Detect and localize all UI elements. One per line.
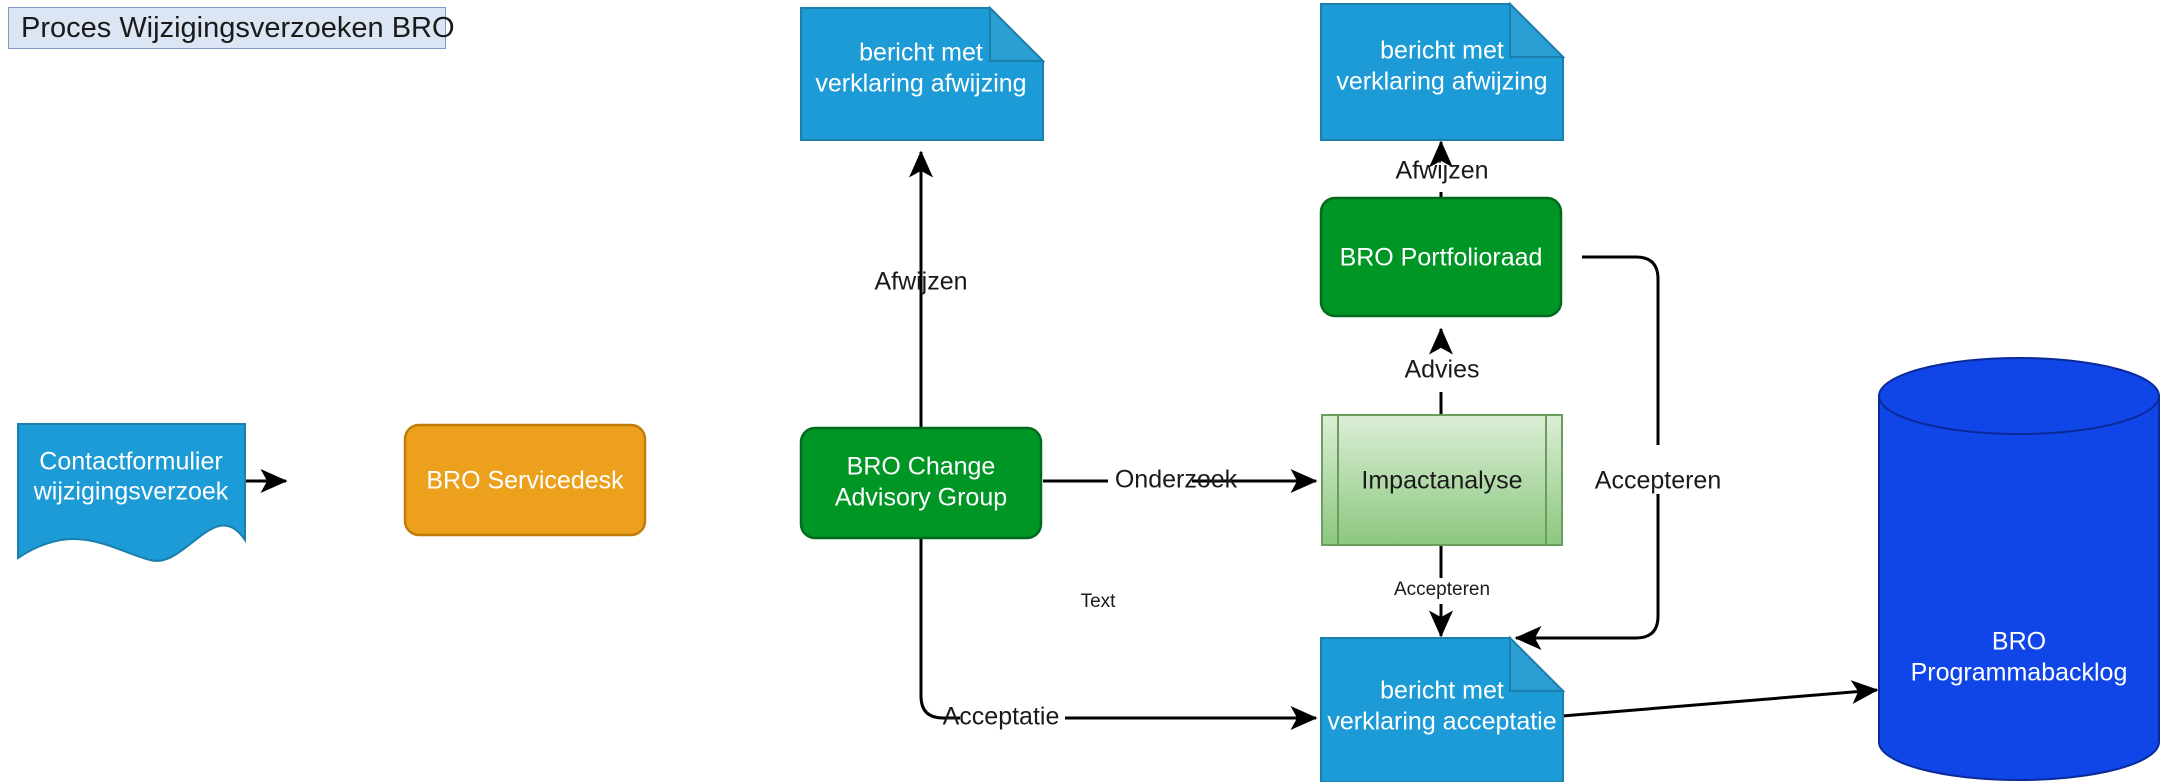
contactformulier-label-line2: wijzigingsverzoek <box>33 478 229 506</box>
node-note-verklaring-afwijzing-left[interactable]: bericht met verklaring afwijzing <box>800 5 1046 141</box>
diagram-title: Proces Wijzigingsverzoeken BRO <box>8 7 455 49</box>
impactanalyse-label: Impactanalyse <box>1361 467 1522 495</box>
note-afwijzing-left-line1: bericht met <box>859 39 983 67</box>
note-acceptatie-fold-icon <box>1509 635 1566 692</box>
note-afwijzing-left-shape <box>800 7 1044 141</box>
edge-label-afwijzen-left: Afwijzen <box>874 268 967 296</box>
diagram-title-text: Proces Wijzigingsverzoeken BRO <box>21 11 455 44</box>
note-acceptatie-line2: verklaring acceptatie <box>1327 708 1556 736</box>
bro-change-advisory-group-shape <box>799 426 1043 540</box>
node-note-verklaring-acceptatie[interactable]: bericht met verklaring acceptatie <box>1320 635 1566 782</box>
contactformulier-label-line1: Contactformulier <box>39 448 222 476</box>
programmabacklog-label-line1: BRO <box>1992 628 2046 656</box>
note-afwijzing-right-fold-icon <box>1509 1 1566 58</box>
edge-label-onderzoek: Onderzoek <box>1115 466 1238 494</box>
node-bro-programmabacklog[interactable]: BRO Programmabacklog <box>1878 357 2160 781</box>
note-afwijzing-right-line2: verklaring afwijzing <box>1336 68 1547 96</box>
note-acceptatie-line1: bericht met <box>1380 677 1504 705</box>
bro-portfolioraad-shape <box>1319 196 1563 318</box>
note-afwijzing-right-line1: bericht met <box>1380 37 1504 65</box>
edge-label-acceptatie: Acceptatie <box>943 703 1060 731</box>
bro-servicedesk-label: BRO Servicedesk <box>426 467 624 495</box>
programmabacklog-body <box>1878 395 2160 781</box>
edge-portfolioraad-accepteren-upper <box>1582 255 1660 445</box>
bro-portfolioraad-label: BRO Portfolioraad <box>1340 244 1543 272</box>
note-acceptatie-shape <box>1320 637 1564 782</box>
bro-servicedesk-shape <box>403 423 647 537</box>
stray-text-label: Text <box>1081 591 1117 612</box>
note-afwijzing-left-fold-icon <box>989 5 1046 62</box>
node-impactanalyse[interactable]: Impactanalyse <box>1321 414 1563 546</box>
node-contactformulier[interactable]: Contactformulier wijzigingsverzoek <box>17 423 246 562</box>
edge-label-advies: Advies <box>1404 356 1479 384</box>
bro-cag-label-line1: BRO Change <box>847 453 996 481</box>
edge-cag-acceptatie-down <box>919 537 960 720</box>
programmabacklog-top-ellipse <box>1878 357 2160 435</box>
node-bro-portfolioraad[interactable]: BRO Portfolioraad <box>1319 196 1563 318</box>
node-bro-servicedesk[interactable]: BRO Servicedesk <box>403 423 647 537</box>
edge-labels-layer: Afwijzen Afwijzen Onderzoek Advies Accep… <box>874 157 1721 731</box>
edge-label-accepteren-down: Accepteren <box>1394 579 1490 600</box>
impactanalyse-shape <box>1321 414 1563 546</box>
programmabacklog-label-line2: Programmabacklog <box>1911 659 2128 687</box>
note-afwijzing-left-line2: verklaring afwijzing <box>815 70 1026 98</box>
edge-label-afwijzen-right: Afwijzen <box>1395 157 1488 185</box>
bro-cag-label-line2: Advisory Group <box>835 484 1007 512</box>
note-afwijzing-right-shape <box>1320 3 1564 141</box>
edge-label-accepteren-right: Accepteren <box>1595 467 1721 495</box>
edge-portfolioraad-to-note-acceptatie <box>1514 494 1660 650</box>
edge-note-acceptatie-to-programmabacklog <box>1561 680 1879 718</box>
node-note-verklaring-afwijzing-right[interactable]: bericht met verklaring afwijzing <box>1320 1 1566 141</box>
node-bro-change-advisory-group[interactable]: BRO Change Advisory Group <box>799 426 1043 540</box>
edges-layer <box>180 140 1879 730</box>
contactformulier-shape <box>17 423 246 562</box>
